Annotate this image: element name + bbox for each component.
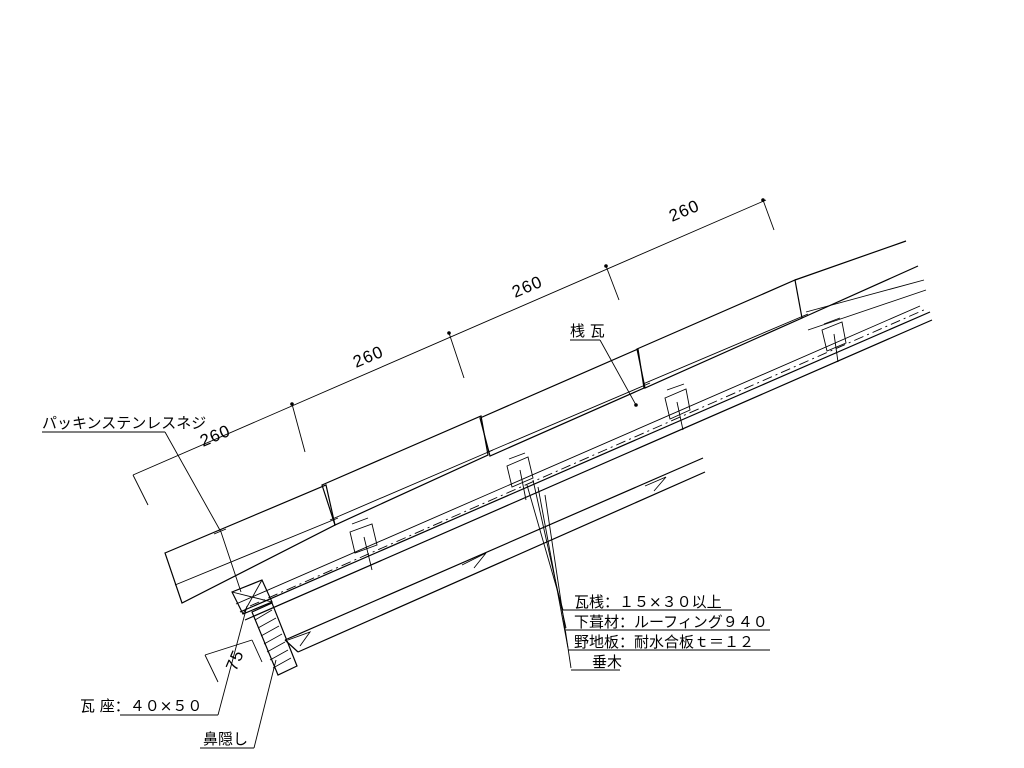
rafter: [284, 457, 706, 653]
label-packing-screw: パッキンステンレスネジ: [42, 414, 206, 432]
fascia-board: [251, 602, 298, 676]
sheathing-layers: [235, 305, 933, 621]
dimension-260-3: 260: [509, 272, 545, 302]
label-kawarasan: 瓦桟：１５×３０以上: [574, 593, 722, 611]
label-sankawara: 桟 瓦: [570, 322, 605, 340]
dimension-260-4: 260: [666, 196, 702, 226]
label-shitabuki: 下葺材：ルーフィング９４０: [574, 613, 768, 631]
label-hanakakushi: 鼻隠し: [203, 730, 248, 748]
battens-and-screws: [213, 317, 847, 593]
tile-seat-block: [231, 579, 273, 615]
label-taruki: 垂木: [592, 653, 622, 671]
roof-tiles: [164, 240, 927, 604]
label-kawaraza: 瓦 座：４０×５０: [80, 697, 202, 715]
dimension-lines: [132, 198, 775, 683]
label-nojiita: 野地板：耐水合板ｔ＝１２: [574, 633, 754, 651]
leader-lines: [42, 339, 770, 749]
